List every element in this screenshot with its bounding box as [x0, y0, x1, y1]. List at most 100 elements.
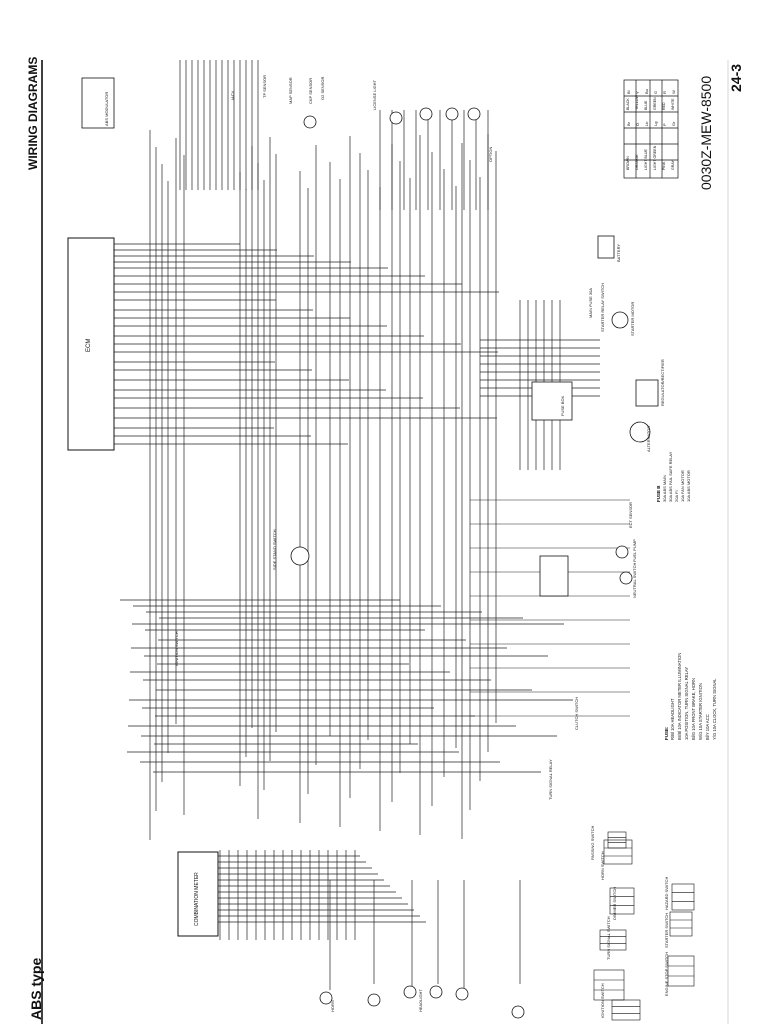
fuse-b-note-line: 30A ABS MAIN	[662, 475, 667, 502]
section-title: WIRING DIAGRAMS	[26, 56, 40, 170]
fuel-pump-symbol	[615, 545, 629, 559]
iac-valve-label: IACV	[230, 90, 235, 100]
brake-light-symbol	[419, 107, 433, 121]
combination-meter-block	[177, 851, 219, 937]
fuse-b-note-line: 20A FI	[674, 490, 679, 502]
legend-code: Gr	[671, 121, 676, 126]
fuse-note-line: R/Bl 10A HEADLIGHT	[670, 698, 675, 740]
battery-label: BATTERY	[616, 243, 621, 262]
switch-table-grid	[609, 887, 635, 915]
abs-modulator-block	[81, 77, 115, 129]
license-light-label: LICENSE LIGHT	[372, 79, 377, 110]
legend-code: Y	[635, 91, 640, 94]
legend-color: RED	[662, 102, 666, 110]
fuse-b-note-line: 10A ABS MOTOR	[686, 470, 691, 502]
legend-color: YELLOW	[635, 95, 639, 110]
legend-code: Lg	[653, 121, 658, 126]
fuse-box-label: FUSE BOX	[560, 395, 565, 416]
ect-sensor-label: ECT SENSOR	[628, 502, 633, 528]
regulator-rectifier-block	[635, 379, 659, 407]
o2-sensor-label: O2 SENSOR	[320, 76, 325, 100]
neutral-switch-symbol	[619, 571, 633, 585]
legend-color: ORANGE	[635, 154, 639, 170]
legend-code: Lb	[644, 121, 649, 126]
horn-bottom-symbol	[290, 546, 310, 566]
combination-meter-label: COMBINATION METER	[194, 872, 200, 926]
position-light-symbol	[455, 987, 469, 1001]
option-label: OPTION	[488, 146, 493, 162]
switch-table-grid	[593, 969, 625, 1001]
switch-table-grid	[599, 929, 627, 951]
regulator-rectifier-label: REGULATOR/RECTIFIER	[660, 359, 665, 406]
switch-table-grid	[611, 999, 641, 1021]
starter-relay-label: STARTER RELAY SWITCH	[600, 282, 605, 332]
legend-color: GRAY	[671, 160, 675, 170]
clutch-switch-label: CLUTCH SWITCH	[574, 696, 579, 730]
legend-color: GREEN	[653, 97, 657, 110]
starter-motor-symbol	[611, 311, 629, 329]
starter-motor-label: STARTER MOTOR	[630, 301, 635, 336]
legend-color: WHITE	[671, 98, 675, 110]
horn-symbol	[319, 991, 333, 1005]
headlight-hi-symbol	[403, 985, 417, 999]
fuse-b-heading: FUSE B	[656, 485, 661, 502]
legend-code: W	[671, 90, 676, 94]
fuel-pump-label: FUEL PUMP	[632, 539, 637, 562]
ckp-sensor-label: CKP SENSOR	[308, 77, 313, 104]
legend-color: PINK	[662, 161, 666, 170]
fuse-note-line: Br/Bl 10A INDICATOR METER ILLUMINATION	[677, 652, 682, 740]
main-fuse-box	[539, 555, 569, 597]
legend-code: Bl	[626, 90, 631, 94]
legend-color: BROWN	[626, 156, 630, 170]
variant-label: ABS type	[28, 957, 44, 1020]
fuse-note-line: Y/G 10A CLOCK, TURN SIGNAL	[712, 678, 717, 740]
switch-table-grid	[669, 911, 693, 937]
switch-table-label: IGNITION SWITCH	[600, 983, 605, 1018]
rear-turn-right-symbol	[445, 107, 459, 121]
legend-code: Br	[626, 122, 631, 126]
abs-modulator-label: ABS MODULATOR	[104, 91, 109, 126]
legend-color: LIGHT GREEN	[653, 145, 657, 170]
switch-table-label: TURN SIGNAL SWITCH	[606, 916, 611, 960]
legend-code: Bu	[644, 89, 649, 94]
fuse-note-line: Bl/Y 10A ACC	[705, 714, 710, 740]
fuse-note-line: 10A POSITION, TURN SIGNAL RELAY	[684, 666, 689, 740]
turn-signal-front-right-symbol	[367, 993, 381, 1007]
ecm-label: ECM	[86, 338, 92, 352]
switch-table-grid	[671, 883, 695, 911]
fuse-note-line: W/G 10A STARTER IGNITION	[698, 683, 703, 740]
legend-code: P	[662, 123, 667, 126]
legend-color: LIGHT BLUE	[644, 149, 648, 170]
fuse-box-block	[531, 381, 573, 421]
ecm-block	[67, 237, 115, 451]
o2-sensor-symbol	[303, 115, 317, 129]
switch-table-label: PASSING SWITCH	[590, 825, 595, 860]
alternator-symbol	[629, 421, 651, 443]
rear-turn-left-symbol	[467, 107, 481, 121]
alternator-label: ALTERNATOR	[646, 425, 651, 452]
switch-table-grid	[603, 839, 633, 865]
fuse-note-line: Bl/G 10A FRONT BRAKE, HORN	[691, 677, 696, 740]
legend-code: O	[635, 122, 640, 126]
switch-table-label: STARTER SWITCH	[664, 912, 669, 948]
turn-signal-front-left-symbol	[511, 1005, 525, 1019]
page-number: 24-3	[728, 63, 744, 92]
tp-sensor-label: TP SENSOR	[262, 74, 267, 98]
headlight-label: HEADLIGHT	[418, 989, 423, 1012]
switch-table-grid	[667, 955, 695, 987]
switch-table-label: DIMMER SWITCH	[612, 886, 617, 920]
turn-signal-relay-label: TURN SIGNAL RELAY	[548, 759, 553, 800]
switch-table-label: HORN SWITCH	[600, 851, 605, 880]
legend-color: BLUE	[644, 100, 648, 110]
battery-symbol	[597, 235, 615, 259]
fuse-notes-heading: FUSE:	[664, 726, 669, 741]
legend-code: R	[662, 91, 667, 94]
neutral-switch-label: NEUTRAL SWITCH	[632, 562, 637, 598]
fuse-b-note-line: 10A FAN MOTOR	[680, 470, 685, 502]
legend-code: G	[653, 90, 658, 94]
headlight-lo-symbol	[429, 985, 443, 999]
main-fuse-label: MAIN FUSE 30A	[588, 287, 593, 318]
drawing-code: 0030Z-MEW-8500	[698, 75, 714, 190]
